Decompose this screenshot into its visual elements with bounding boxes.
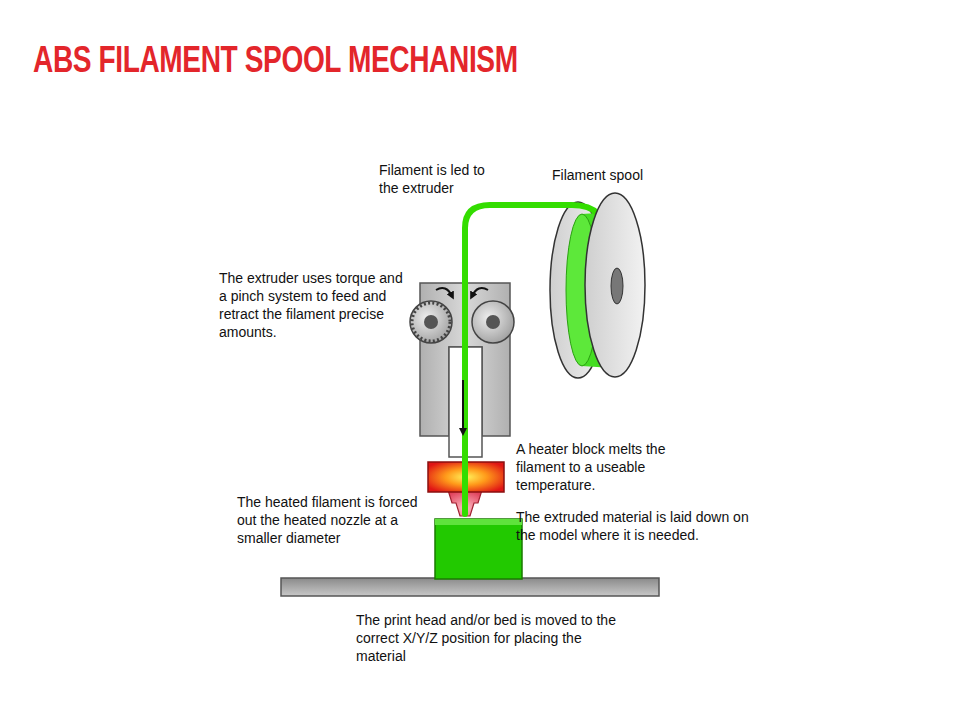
rotation-arrow: [436, 288, 452, 296]
callout-label: The print head and/or bed is moved to th…: [356, 611, 626, 665]
part-label: Filament spool: [552, 166, 672, 184]
print-bed: [281, 578, 659, 596]
printed-model: [435, 519, 522, 579]
spool-hub: [611, 268, 623, 304]
callout-label: The extruded material is laid down on th…: [516, 508, 756, 544]
callout-label: A heater block melts the filament to a u…: [516, 440, 686, 494]
callout-label: The extruder uses torque and a pinch sys…: [219, 269, 404, 341]
callout-label: The heated filament is forced out the he…: [237, 493, 437, 547]
drive-gear: [410, 301, 452, 343]
idler-gear: [472, 301, 514, 343]
diagram-title: ABS FILAMENT SPOOL MECHANISM: [33, 40, 518, 80]
rotation-arrow: [472, 288, 488, 296]
spool-flange: [585, 193, 645, 377]
callout-label: Filament is led to the extruder: [379, 161, 491, 197]
feed-arrow: [462, 380, 464, 432]
model-top-layer: [435, 519, 522, 525]
